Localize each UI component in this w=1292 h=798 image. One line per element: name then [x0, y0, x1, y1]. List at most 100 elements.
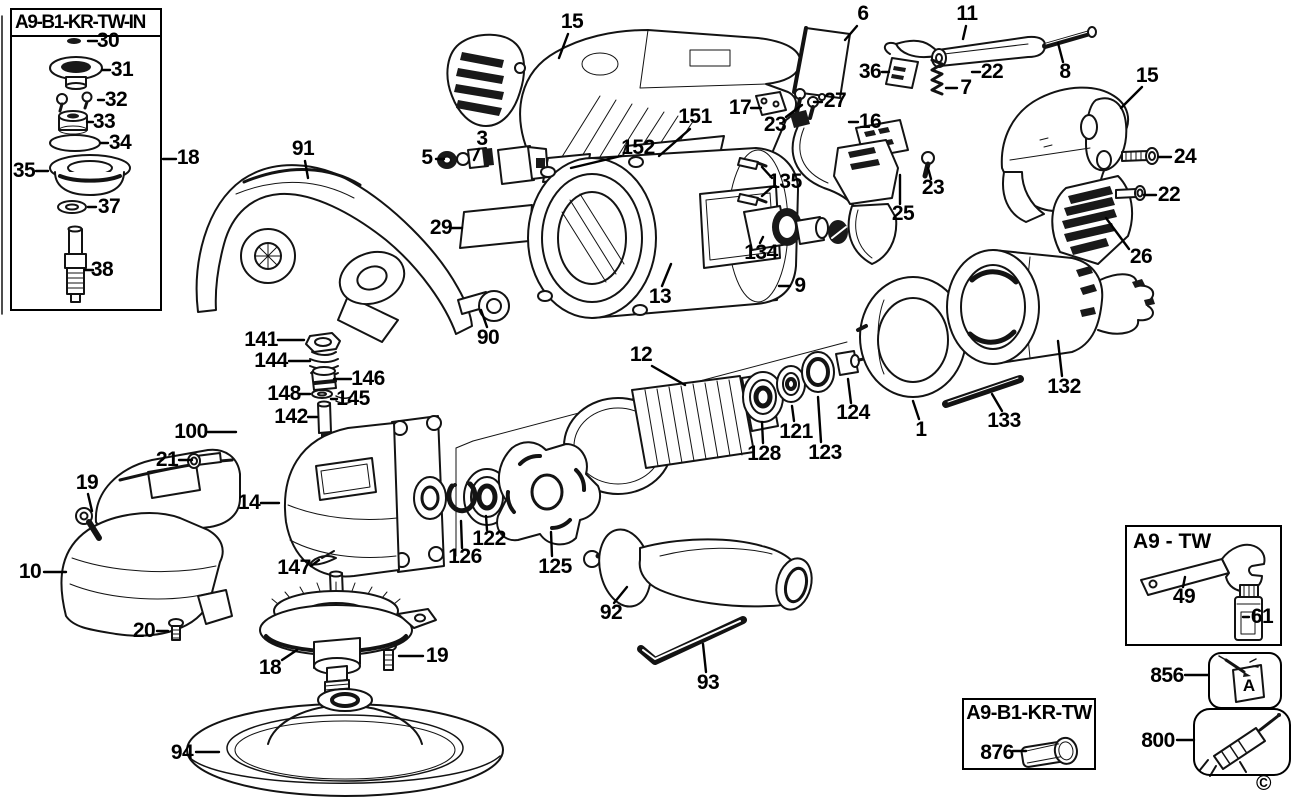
- leader-line: [760, 185, 774, 198]
- fan-baffle-125-drawing: [496, 441, 601, 546]
- part-label-19: 19: [425, 644, 449, 667]
- marking-icon-drawing: [1218, 655, 1265, 703]
- service-kit-box-krtw: A9-B1-KR-TW: [962, 698, 1096, 770]
- accessory-box-800: [1193, 708, 1291, 776]
- service-kit-tw-title: A9 - TW: [1133, 530, 1212, 553]
- leader-line: [549, 530, 554, 558]
- leader-line: [484, 514, 489, 532]
- part-label-134: 134: [744, 241, 778, 264]
- clutch-134-drawing: [743, 205, 848, 251]
- leader-line: [846, 377, 853, 405]
- leader-line: [86, 492, 94, 513]
- part-label-16: 16: [858, 110, 882, 133]
- part-label-126: 126: [448, 545, 482, 568]
- cord-drawing: [883, 26, 1097, 68]
- part-label-14: 14: [237, 491, 261, 514]
- part-label-100: 100: [174, 420, 208, 443]
- field-case-drawing: [527, 147, 799, 319]
- circlip-126-drawing: [446, 481, 478, 514]
- part-label-125: 125: [538, 555, 572, 578]
- wire-clip-7-drawing: [930, 58, 944, 96]
- part-label-18: 18: [258, 656, 282, 679]
- part-label-94: 94: [170, 741, 194, 764]
- part-label-7: 7: [960, 76, 972, 99]
- part-label-146: 146: [351, 367, 385, 390]
- part-label-122: 122: [472, 527, 506, 550]
- part-label-123: 123: [808, 441, 842, 464]
- service-kit-box-in: A9-B1-KR-TW-IN: [10, 8, 162, 311]
- part-label-23: 23: [921, 176, 945, 199]
- part-label-25: 25: [891, 202, 915, 225]
- leader-line: [280, 648, 299, 662]
- detent-parts-drawing: [305, 332, 353, 439]
- baffle-ring-drawing: [856, 276, 967, 398]
- screw-90-drawing: [457, 290, 510, 322]
- part-label-21: 21: [155, 448, 179, 471]
- kit-in-parts: [49, 38, 131, 303]
- leader-line: [479, 308, 489, 329]
- part-label-148: 148: [267, 382, 301, 405]
- part-label-876: 876: [980, 741, 1014, 764]
- spindle-assembly-drawing: [259, 570, 437, 710]
- leader-line: [660, 262, 673, 288]
- leader-line: [657, 127, 692, 158]
- service-kit-box-tw: A9 - TW: [1125, 525, 1282, 646]
- leader-line: [459, 519, 464, 550]
- part-label-15: 15: [560, 10, 584, 33]
- part-label-30: 30: [96, 29, 120, 52]
- leader-line: [309, 558, 321, 568]
- part-label-15: 15: [1135, 64, 1159, 87]
- leader-line: [961, 24, 968, 41]
- part-label-8: 8: [1059, 60, 1071, 83]
- part-label-38: 38: [90, 258, 114, 281]
- stator-drawing: [946, 249, 1155, 365]
- leader-line: [790, 404, 796, 423]
- leader-line: [650, 364, 687, 387]
- plug-parts-drawing: [437, 145, 549, 185]
- part-label-22: 22: [1157, 183, 1181, 206]
- leader-line: [911, 399, 921, 421]
- part-label-13: 13: [648, 285, 672, 308]
- part-label-33: 33: [92, 110, 116, 133]
- part-label-37: 37: [97, 195, 121, 218]
- service-kit-in-title: A9-B1-KR-TW-IN: [12, 10, 160, 37]
- leader-line: [1056, 339, 1064, 378]
- screw-24-drawing: [1121, 147, 1159, 165]
- part-label-35: 35: [12, 159, 36, 182]
- leader-line: [990, 392, 1004, 413]
- side-handle-drawing: [583, 528, 813, 611]
- part-label-12: 12: [629, 343, 653, 366]
- leader-line: [472, 147, 481, 162]
- screws-23-top-drawing: [794, 88, 935, 179]
- part-124-drawing: [835, 350, 870, 376]
- leader-line: [701, 642, 708, 674]
- label-plate-36-drawing: [885, 57, 919, 89]
- leader-line: [760, 165, 774, 180]
- leader-line: [1104, 216, 1131, 251]
- leader-line: [612, 585, 629, 605]
- part-label-92: 92: [599, 601, 623, 624]
- gear-case-14-drawing: [284, 415, 447, 578]
- part-label-17: 17: [728, 96, 752, 119]
- part-label-29: 29: [429, 216, 453, 239]
- part-label-128: 128: [747, 442, 781, 465]
- part-label-23: 23: [763, 113, 787, 136]
- part-label-9: 9: [794, 274, 806, 297]
- leader-line: [784, 103, 804, 119]
- grease-gun-icon-drawing: [1199, 713, 1281, 777]
- part-label-147: 147: [277, 556, 311, 579]
- leader-line: [758, 235, 765, 245]
- part-label-6: 6: [857, 2, 869, 25]
- part-label-121: 121: [779, 420, 813, 443]
- part-label-145: 145: [336, 387, 370, 410]
- leader-line: [1181, 575, 1187, 589]
- cover-10-drawing: [60, 448, 241, 637]
- part-label-22: 22: [980, 60, 1004, 83]
- part-label-26: 26: [1129, 245, 1153, 268]
- part-label-124: 124: [836, 401, 870, 424]
- part-label-132: 132: [1047, 375, 1081, 398]
- part-label-11: 11: [956, 2, 978, 25]
- leader-line: [303, 159, 310, 180]
